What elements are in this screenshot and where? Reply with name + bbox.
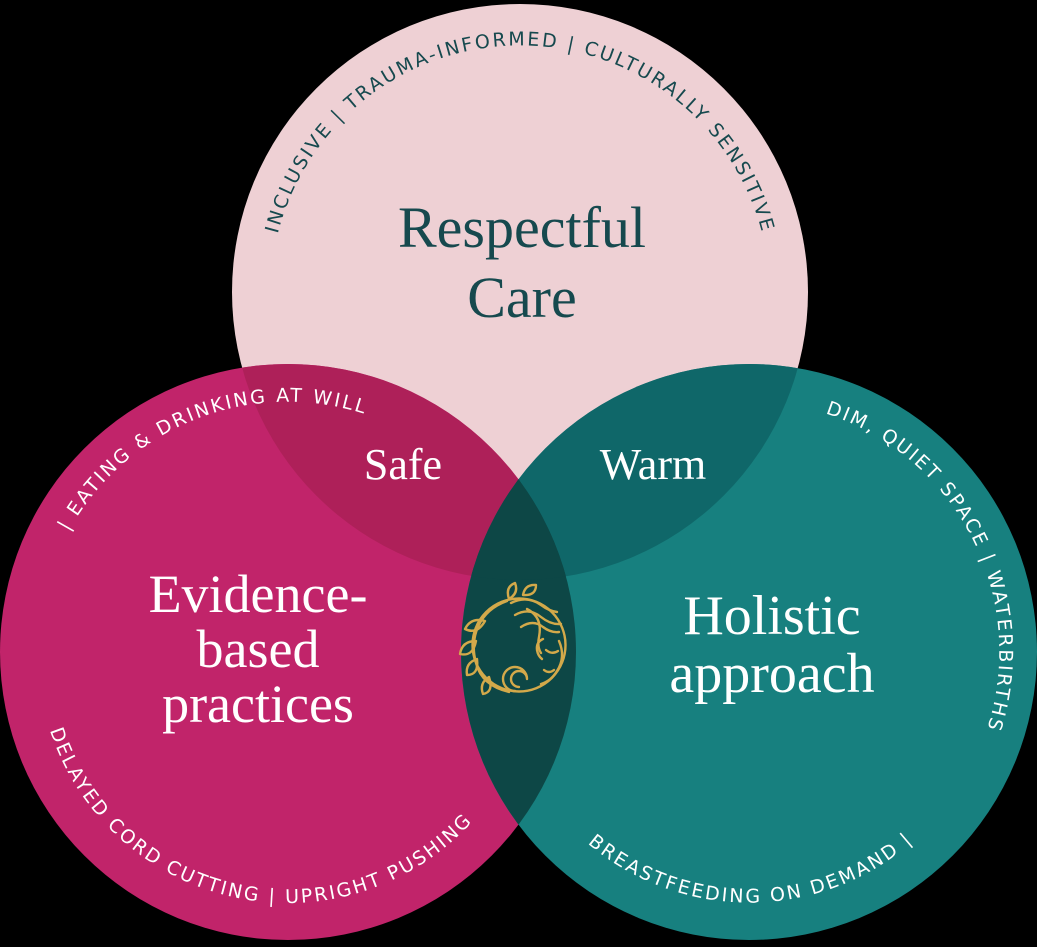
circle-titles: Respectful Care Evidence- based practice… [149,195,875,734]
logo-nose [535,637,545,661]
logo-leaf-1 [463,618,487,632]
logo-wreath-circle [471,597,567,693]
logo-lips [542,668,556,674]
holistic-title-line2: approach [669,643,874,705]
logo-vine-stem [472,599,511,694]
logo-hair-wave-2 [513,610,563,626]
logo-cheek [539,639,564,686]
intersection-labels: Safe Warm [364,440,706,489]
respectful-care-title-line1: Respectful [398,195,646,260]
overlap-respectful-holistic [461,364,808,580]
overlap-respectful-evidence-fill [232,364,576,580]
logo-hair-wave-3 [519,621,561,634]
logo-leaf-2 [458,639,478,656]
logo-eye [544,648,560,654]
logo-hairline [525,607,543,655]
overlap-respectful-evidence [232,364,576,580]
safe-label: Safe [364,440,442,489]
overlap-respectful-holistic-fill [461,364,808,580]
logo-swirl [501,665,529,693]
logo-leaf-4 [480,675,492,696]
warm-label: Warm [600,440,706,489]
evidence-title-line2: based [197,619,320,679]
center-logo-icon [458,581,567,696]
holistic-title-line1: Holistic [683,585,860,647]
logo-leaf-6 [521,583,538,597]
logo-leaf-5 [506,581,518,601]
evidence-title-line1: Evidence- [149,564,368,624]
logo-leaf-3 [465,657,479,677]
evidence-title-line3: practices [162,674,354,734]
logo-hair-wave-1 [509,598,559,614]
respectful-care-title-line2: Care [467,265,577,330]
